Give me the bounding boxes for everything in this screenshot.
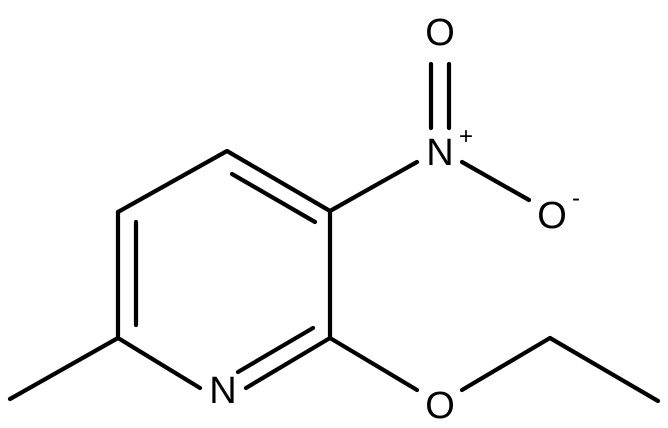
pyridine-ring: [115, 148, 333, 391]
bond-o-ch2: [459, 335, 553, 393]
ring-nitrogen-label: N: [209, 370, 236, 412]
bond-c3-o-ether: [327, 335, 420, 393]
bond-n-o-single: [459, 159, 532, 203]
bond-c6-c5: [115, 148, 230, 215]
bond-c4-n-nitro: [327, 159, 420, 214]
ether-oxygen-label: O: [425, 385, 455, 427]
bond-c3-n1-inner: [235, 325, 316, 375]
ethoxy-group: [327, 335, 661, 404]
bond-c3-n1: [243, 335, 333, 391]
nitro-group: [327, 61, 532, 214]
nitro-nitrogen-label: N: [426, 132, 453, 174]
nitro-nitrogen-charge: +: [459, 123, 473, 150]
bond-c5-c4: [224, 148, 333, 214]
nitro-oxygen-single-charge: -: [572, 185, 580, 212]
nitro-oxygen-single-label: O: [537, 195, 567, 237]
bond-ch2-ch3: [547, 335, 661, 404]
bond-c5-c4-inner: [229, 171, 318, 225]
bond-n1-c2: [115, 335, 203, 391]
nitro-oxygen-double-label: O: [425, 12, 455, 54]
bond-methyl: [7, 335, 121, 402]
